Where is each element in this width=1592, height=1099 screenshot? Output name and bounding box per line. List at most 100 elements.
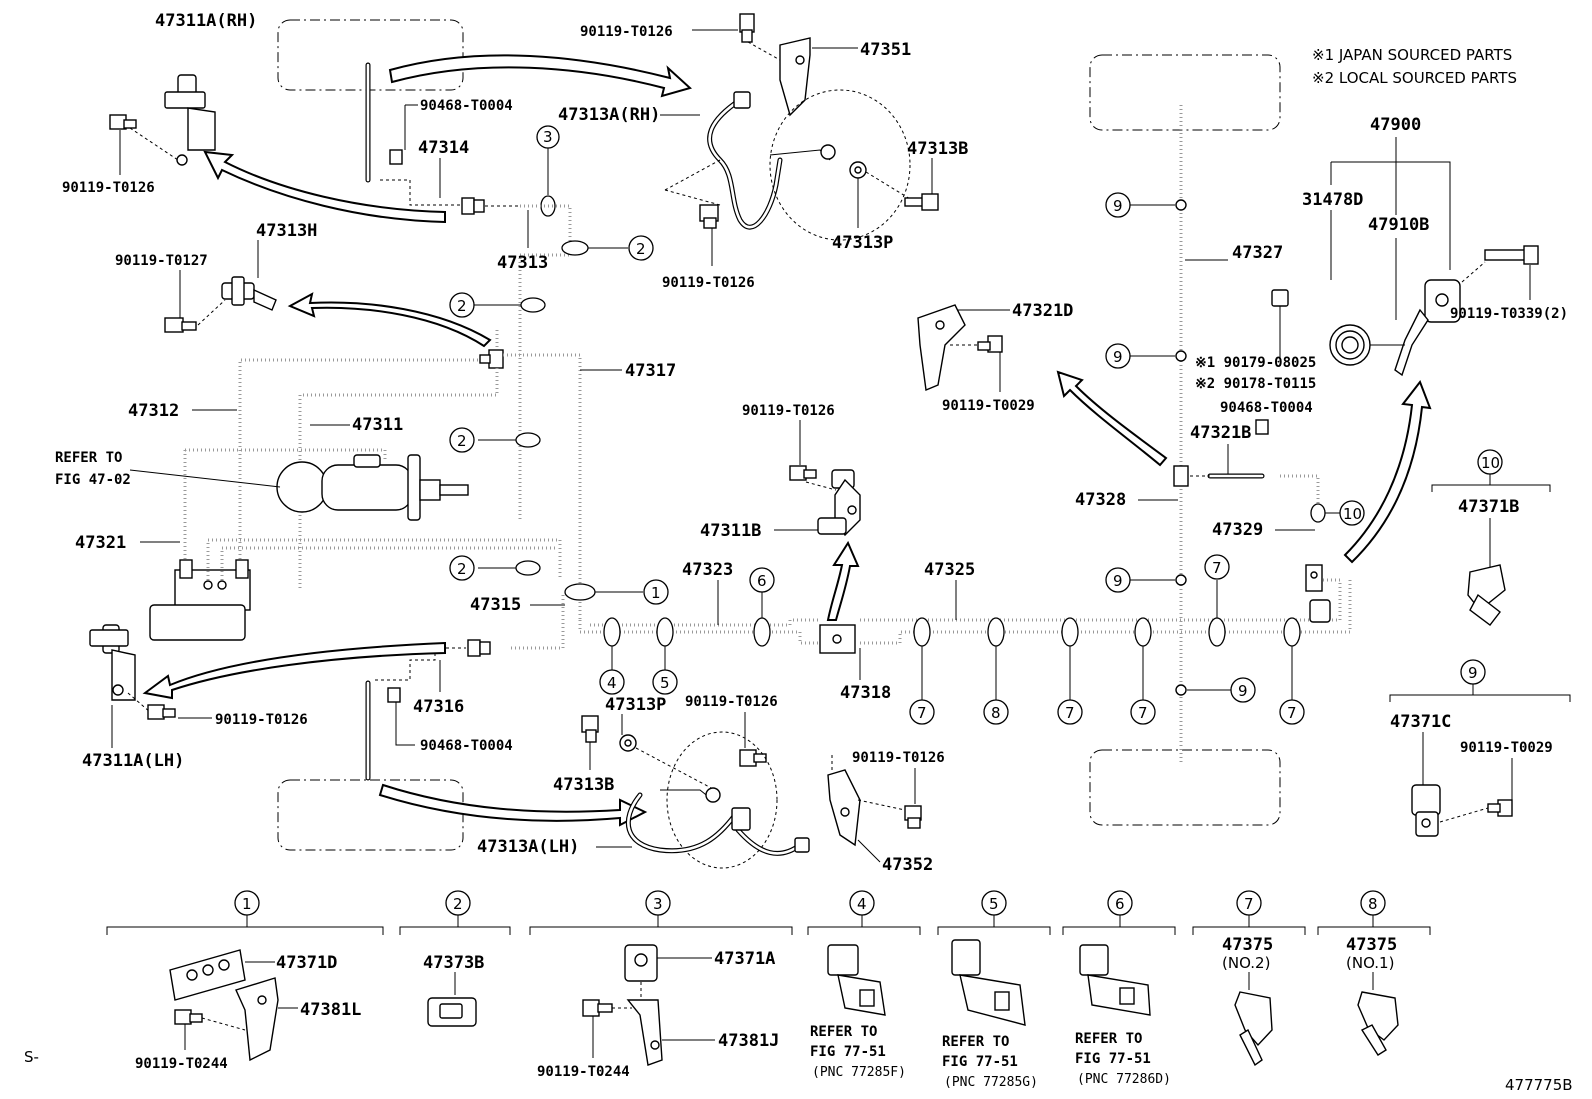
clip-90468-T0004-c — [1255, 419, 1269, 435]
svg-text:9: 9 — [1113, 572, 1123, 590]
label-90119-T0029-b: 90119-T0029 — [1460, 740, 1553, 756]
label-47321D: 47321D — [1012, 301, 1073, 321]
part-47311A-RH — [164, 74, 216, 166]
clamp-7-b — [1061, 617, 1079, 647]
bracket-47351 — [779, 37, 811, 117]
label-ref6-a: REFER TO — [1075, 1031, 1142, 1047]
label-47328: 47328 — [1075, 490, 1126, 510]
clip-47373B — [427, 997, 477, 1027]
callout-1-main — [643, 579, 669, 605]
callout-7-b — [1057, 699, 1083, 725]
label-47313B-a: 47313B — [907, 139, 968, 159]
svg-text:8: 8 — [1368, 895, 1378, 913]
clamp-5 — [656, 617, 674, 647]
clip-47371B — [1467, 564, 1506, 626]
detail-oval-rh — [769, 89, 911, 241]
bolt-90119-T0126-f — [904, 805, 922, 829]
label-47323: 47323 — [682, 560, 733, 580]
bracket-47381L — [235, 977, 279, 1062]
part-47311B — [817, 469, 861, 537]
label-47900: 47900 — [1370, 115, 1421, 135]
label-90119-T0126-e: 90119-T0126 — [685, 694, 778, 710]
callout-2-a — [628, 235, 654, 261]
label-47321B: 47321B — [1190, 423, 1251, 443]
svg-text:5: 5 — [989, 895, 999, 913]
label-47318: 47318 — [840, 683, 891, 703]
arrow-to-47313H — [287, 292, 492, 348]
bolt-90119-T0126-e — [739, 749, 767, 767]
label-90119-T0126-d: 90119-T0126 — [662, 275, 755, 291]
svg-text:2: 2 — [457, 432, 467, 450]
master-cylinder — [276, 454, 469, 521]
label-47373B: 47373B — [423, 953, 484, 973]
label-ref5-c: (PNC 77285G) — [944, 1075, 1038, 1090]
svg-text:2: 2 — [457, 560, 467, 578]
callout-2-d — [449, 555, 475, 581]
callout-4-main — [599, 669, 625, 695]
label-90119-T0339: 90119-T0339(2) — [1450, 306, 1568, 322]
label-90119-T0126-g: 90119-T0126 — [742, 403, 835, 419]
label-47352: 47352 — [882, 855, 933, 875]
svg-text:7: 7 — [1287, 704, 1297, 722]
clip-47375-no1 — [1357, 991, 1399, 1056]
arrow-to-47313A-LH — [378, 783, 648, 827]
label-47351: 47351 — [860, 40, 911, 60]
bolt-90119-T0126-g — [789, 465, 817, 481]
arrow-to-47311B — [826, 540, 860, 621]
label-47371D: 47371D — [276, 953, 337, 973]
bracket-47321D — [917, 304, 966, 391]
clip-77285F — [827, 944, 886, 1016]
bolt-47313B-a — [904, 193, 939, 211]
svg-text:5: 5 — [660, 674, 670, 692]
bolt-90119-T0244-a — [174, 1009, 203, 1025]
label-47371A: 47371A — [714, 949, 775, 969]
label-ref4-b: FIG 77-51 — [810, 1044, 886, 1060]
label-47371B: 47371B — [1458, 497, 1519, 517]
connector-47314 — [461, 197, 485, 215]
label-ref6-b: FIG 77-51 — [1075, 1051, 1151, 1067]
svg-text:8: 8 — [991, 704, 1001, 722]
main-brake-line — [578, 620, 825, 645]
note-japan-sourced: ※1 JAPAN SOURCED PARTS — [1312, 46, 1512, 64]
label-ref4-c: (PNC 77285F) — [812, 1065, 906, 1080]
label-47327: 47327 — [1232, 243, 1283, 263]
svg-text:9: 9 — [1113, 348, 1123, 366]
label-ref5-a: REFER TO — [942, 1034, 1009, 1050]
svg-text:2: 2 — [457, 297, 467, 315]
bolt-90119-T0029-a — [977, 335, 1003, 353]
svg-text:9: 9 — [1113, 197, 1123, 215]
svg-text:10: 10 — [1343, 505, 1362, 523]
bracket-47352 — [827, 769, 861, 847]
label-47311A-RH: 47311A(RH) — [155, 11, 257, 31]
bolt-47313B-b — [581, 715, 599, 743]
clamp-8 — [987, 617, 1005, 647]
label-1-90179-08025: ※1 90179-08025 — [1195, 355, 1316, 371]
label-90119-T0029-a: 90119-T0029 — [942, 398, 1035, 414]
clamp-47371A — [624, 944, 658, 982]
bolt-90119-T0029-b — [1487, 799, 1513, 817]
label-47381L: 47381L — [300, 1000, 361, 1020]
label-47910B: 47910B — [1368, 215, 1429, 235]
label-90119-T0126-f: 90119-T0126 — [852, 750, 945, 766]
label-47313H: 47313H — [256, 221, 317, 241]
detail-oval-lh — [666, 731, 778, 869]
clip-90468-T0004-b — [387, 687, 401, 703]
label-90119-T0244-b: 90119-T0244 — [537, 1064, 630, 1080]
abs-actuator-47321 — [149, 559, 251, 641]
label-90468-T0004-b: 90468-T0004 — [420, 738, 513, 754]
clamp-2-c — [515, 432, 541, 448]
label-47381J: 47381J — [718, 1031, 779, 1051]
part-47311A-LH — [89, 624, 136, 701]
callout-10-main — [1339, 500, 1365, 526]
part-47313H — [221, 276, 277, 311]
clip-47375-no2 — [1234, 991, 1273, 1067]
svg-text:1: 1 — [242, 895, 252, 913]
callout-8-main — [983, 699, 1009, 725]
label-47317: 47317 — [625, 361, 676, 381]
label-refer-fig-47-02-b: FIG 47-02 — [55, 472, 131, 488]
clamp-47371D — [169, 949, 246, 1001]
label-90119-T0126-c: 90119-T0126 — [580, 24, 673, 40]
svg-text:7: 7 — [917, 704, 927, 722]
clamp-7-c — [1134, 617, 1152, 647]
illustration-number: 477775B — [1505, 1076, 1573, 1094]
